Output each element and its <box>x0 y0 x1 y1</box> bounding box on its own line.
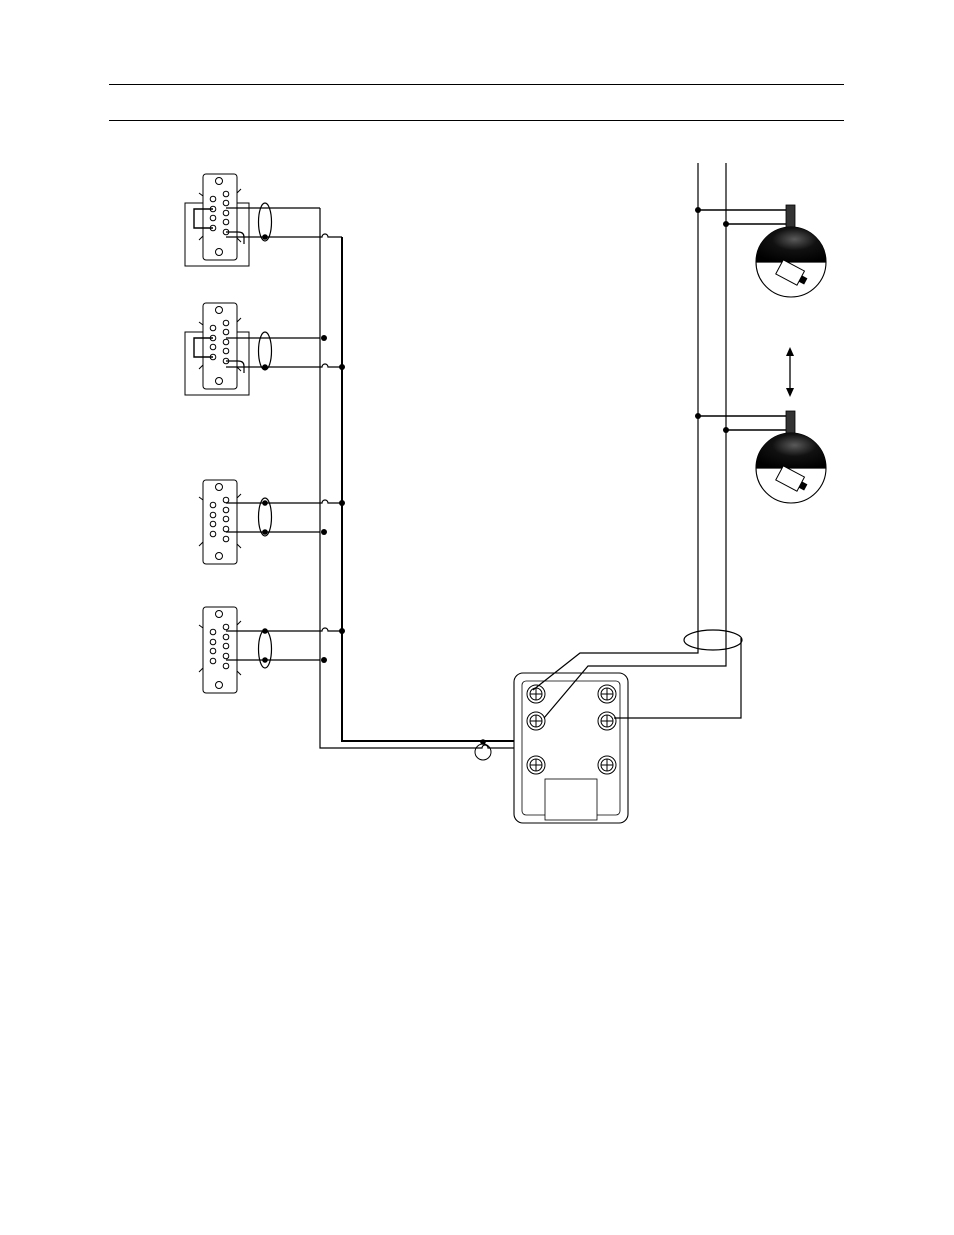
junction-dots <box>262 234 486 745</box>
terminal-screw-icon <box>598 685 616 703</box>
terminal-block <box>514 673 628 823</box>
double-arrow-icon <box>786 347 794 397</box>
db9-connector-icon <box>203 607 237 693</box>
bus-wire-b <box>342 237 606 741</box>
terminal-screw-icon <box>598 712 616 730</box>
db9-connector-icon <box>203 303 237 389</box>
db9-connector-1 <box>185 174 249 266</box>
dome-camera-1 <box>756 205 826 297</box>
db9-connector-icon <box>203 174 237 260</box>
db9-connector-2 <box>185 303 249 395</box>
trunk-wire-1 <box>533 163 698 690</box>
terminal-screw-icon <box>598 756 616 774</box>
trunk-junctions <box>695 207 729 433</box>
camera-trunk <box>533 163 790 718</box>
connector-wiring <box>226 203 342 668</box>
trunk-wire-2 <box>544 163 726 718</box>
terminal-block-label-area <box>545 779 597 820</box>
dome-camera-icon <box>756 433 826 468</box>
trunk-cable-bundle <box>684 630 742 650</box>
dome-camera-2 <box>756 411 826 503</box>
db9-connector-icon <box>203 480 237 564</box>
terminal-screw-icon <box>527 756 545 774</box>
db9-connector-4 <box>199 607 241 693</box>
terminal-screw-icon <box>527 712 545 730</box>
db9-connector-3 <box>199 480 241 564</box>
dome-camera-icon <box>756 227 826 262</box>
